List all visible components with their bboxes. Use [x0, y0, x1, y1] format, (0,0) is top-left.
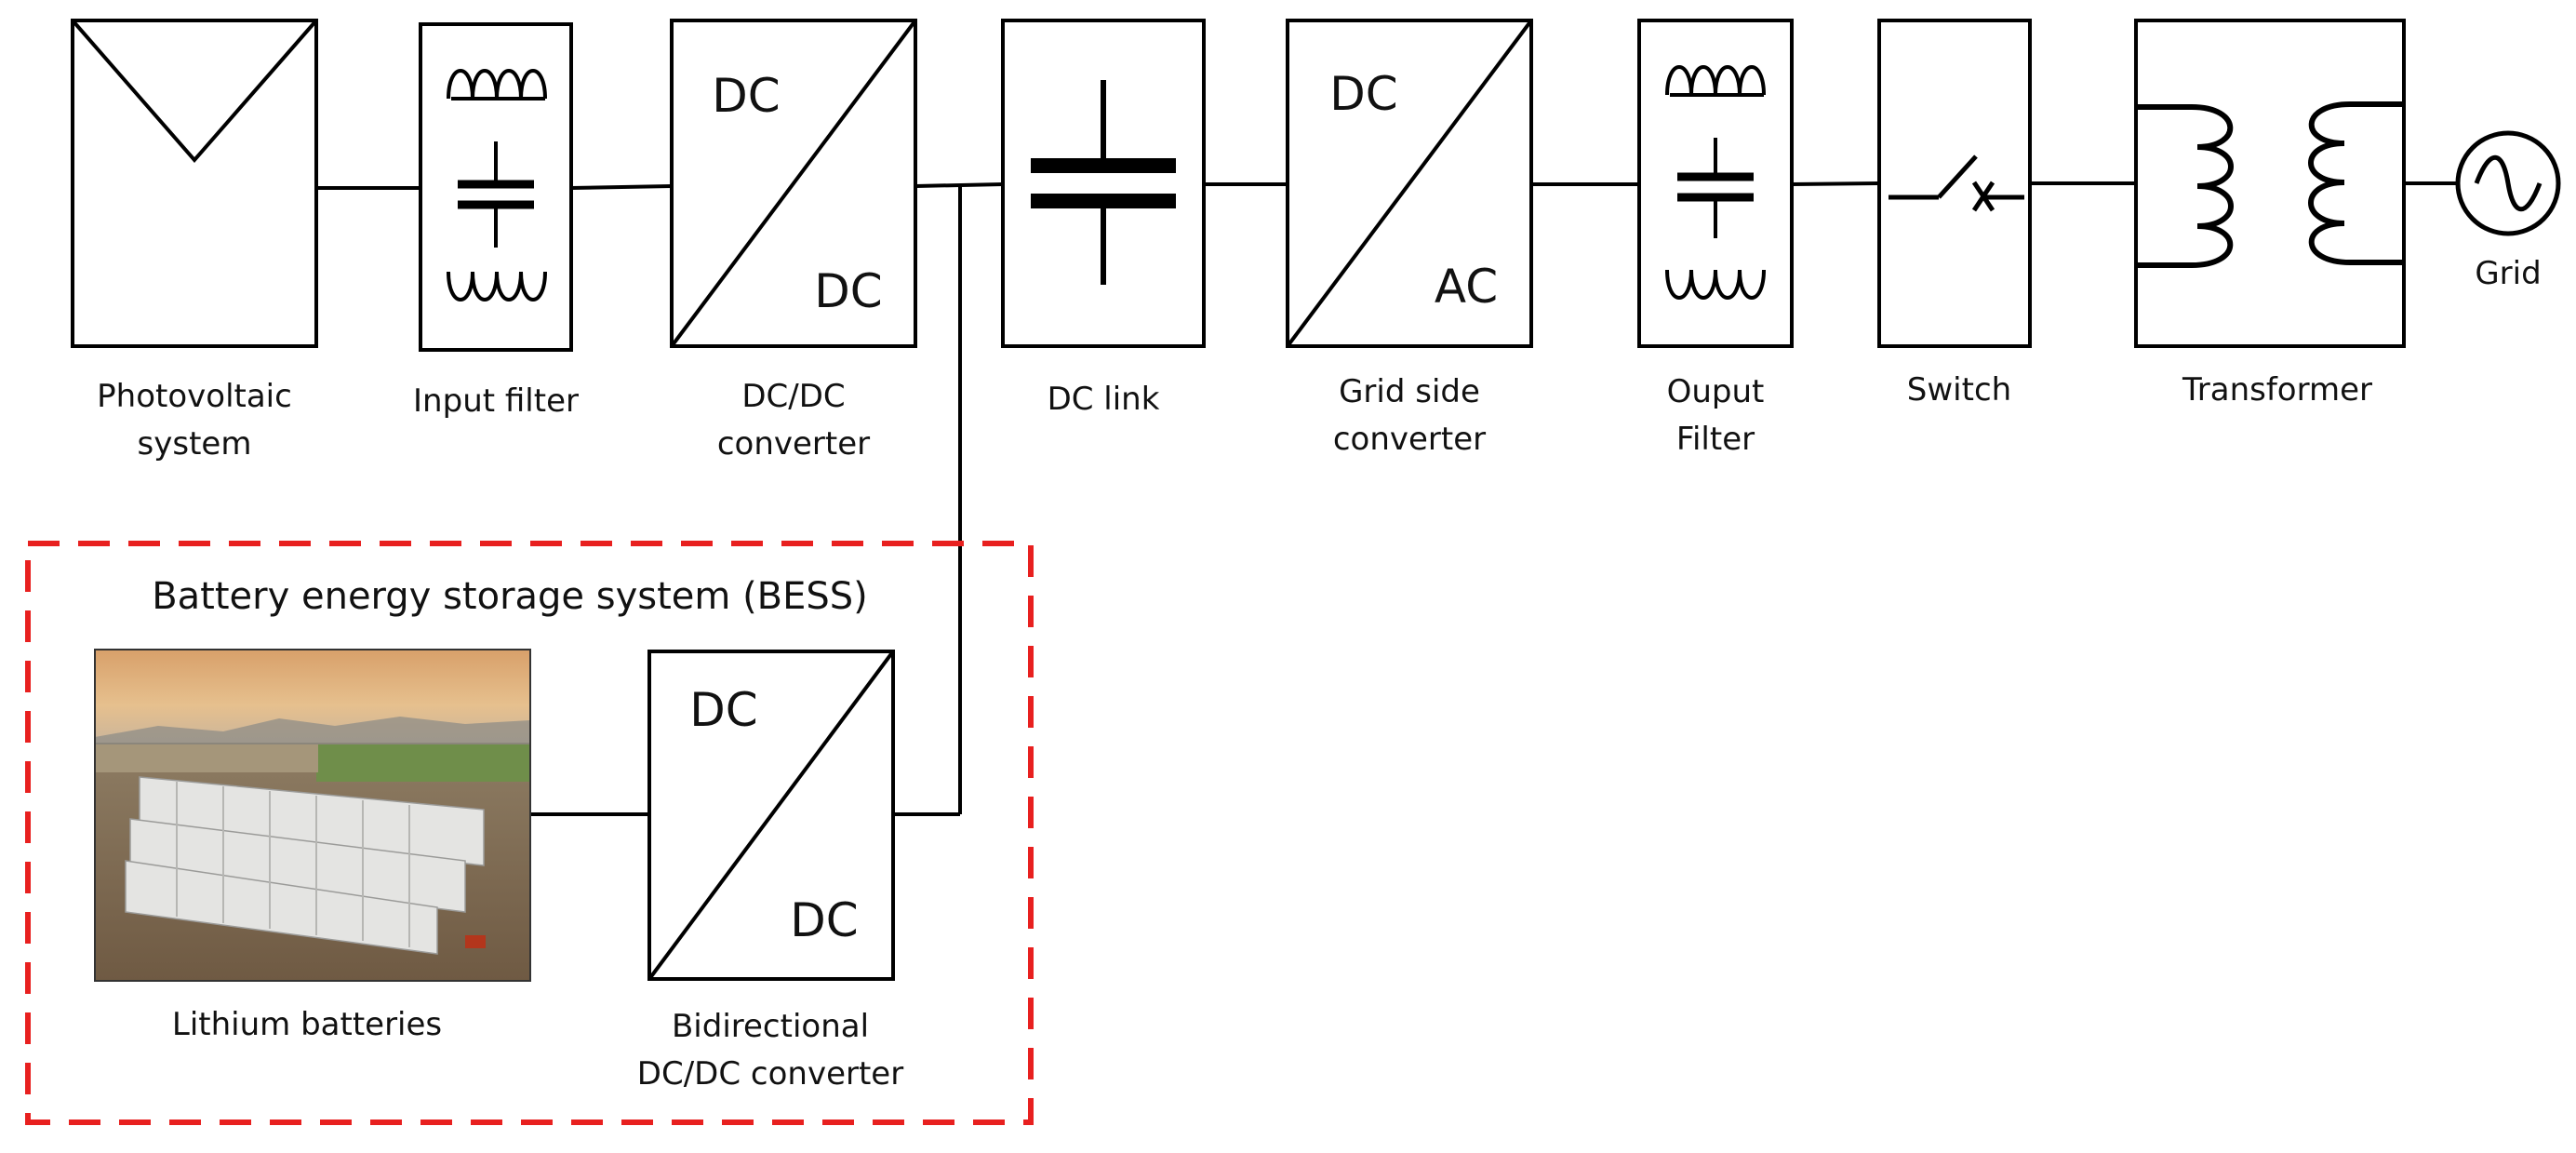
- transformer-coils-icon: [2138, 101, 2402, 268]
- output-filter-label-line2: Filter: [1676, 421, 1755, 458]
- dcdc-label-line2: converter: [717, 425, 870, 463]
- dcdc-top-label: DC: [712, 69, 780, 123]
- input-filter-block: Input filter: [413, 22, 579, 420]
- dcdc-label-line1: DC/DC: [741, 378, 845, 415]
- switch-label: Switch: [1907, 371, 2011, 409]
- connection-wires: [316, 181, 2458, 816]
- ac-source-icon: [2455, 130, 2561, 236]
- inductor-icon: [447, 270, 547, 302]
- lithium-batteries-photo: [94, 649, 531, 982]
- dc-link-block: DC link: [1001, 19, 1206, 418]
- output-filter-label-line1: Ouput: [1667, 373, 1765, 410]
- batteries-label: Lithium batteries: [172, 1006, 442, 1043]
- bess-title: Battery energy storage system (BESS): [152, 575, 868, 618]
- grid-side-converter-block: DC AC Grid side converter: [1286, 19, 1533, 458]
- capacitor-icon: [1031, 80, 1176, 285]
- dcdc-converter-block: DC DC DC/DC converter: [670, 19, 917, 463]
- breaker-switch-icon: [1889, 154, 2024, 212]
- grid-converter-label-line2: converter: [1333, 421, 1486, 458]
- bess-converter-label-line2: DC/DC converter: [637, 1055, 903, 1093]
- inductor-icon: [1665, 65, 1766, 97]
- pv-system-block: Photovoltaic system: [71, 19, 318, 463]
- capacitor-icon: [1677, 138, 1754, 238]
- bess-converter-label-line1: Bidirectional: [672, 1008, 869, 1045]
- output-filter-block: Ouput Filter: [1637, 19, 1794, 458]
- transformer-block: Transformer: [2134, 19, 2406, 409]
- inductor-icon: [447, 69, 547, 101]
- grid-source: Grid: [2455, 130, 2561, 292]
- bess-converter-top-label: DC: [689, 683, 757, 737]
- bidirectional-dcdc-block: DC DC Bidirectional DC/DC converter: [637, 650, 903, 1093]
- pv-panel-icon: [71, 19, 318, 164]
- grid-converter-bottom-label: AC: [1435, 260, 1498, 314]
- switch-block: Switch: [1877, 19, 2032, 409]
- capacitor-icon: [458, 141, 534, 248]
- dc-link-label: DC link: [1048, 381, 1160, 418]
- grid-converter-label-line1: Grid side: [1339, 373, 1480, 410]
- grid-converter-top-label: DC: [1329, 67, 1397, 121]
- transformer-label: Transformer: [2182, 371, 2372, 409]
- inductor-icon: [1665, 268, 1766, 300]
- input-filter-label: Input filter: [413, 382, 579, 420]
- pv-label-line1: Photovoltaic: [97, 378, 292, 415]
- bess-group: Battery energy storage system (BESS): [25, 541, 1034, 1125]
- bess-converter-bottom-label: DC: [790, 893, 858, 947]
- bess-dashed-border: [25, 541, 1034, 1125]
- pv-label-line2: system: [138, 425, 252, 463]
- dcdc-bottom-label: DC: [814, 264, 882, 318]
- grid-label: Grid: [2475, 255, 2541, 292]
